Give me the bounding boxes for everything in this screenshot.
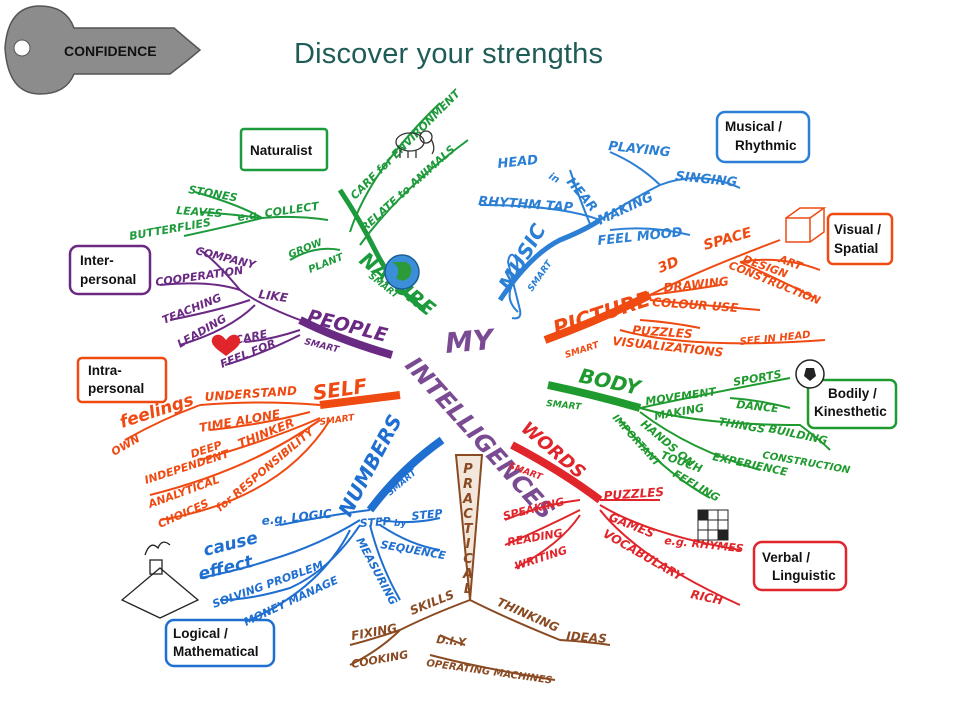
branch-nature bbox=[183, 102, 469, 313]
heart-icon bbox=[211, 334, 241, 356]
box-intrapersonal: Intra- personal bbox=[76, 356, 168, 404]
branch-words bbox=[504, 441, 741, 606]
branch-people bbox=[159, 249, 394, 366]
practical-word-7: OPERATING MACHINES bbox=[426, 658, 553, 687]
svg-text:Rhythmic: Rhythmic bbox=[735, 138, 797, 153]
crossword-icon bbox=[697, 509, 729, 541]
nature-word-5: e.g. COLLECT bbox=[237, 199, 322, 224]
practical-word-3: D.I.Y bbox=[436, 633, 468, 649]
svg-text:personal: personal bbox=[88, 381, 144, 396]
self-word-2: OWN bbox=[109, 432, 142, 459]
people-word-2: COOPERATION bbox=[155, 264, 244, 289]
box-musical-rhythmic: Musical / Rhythmic bbox=[715, 110, 811, 164]
svg-text:personal: personal bbox=[80, 272, 136, 287]
practical-word-1: FIXING bbox=[350, 621, 398, 643]
house-chimney-icon bbox=[120, 541, 200, 619]
svg-text:Intra-: Intra- bbox=[88, 363, 122, 378]
numbers-word-3: by bbox=[394, 519, 407, 529]
box-naturalist: Naturalist bbox=[239, 127, 329, 172]
numbers-word-1: e.g. LOGIC bbox=[261, 507, 333, 528]
words-word-8: RICH bbox=[689, 587, 724, 607]
branch-body-smart: SMART bbox=[546, 399, 583, 413]
svg-text:Spatial: Spatial bbox=[834, 241, 878, 256]
words-word-1: PUZZLES bbox=[603, 485, 664, 503]
branch-practical-label: PRACTICAL bbox=[461, 462, 476, 597]
picture-word-1: 3D bbox=[656, 254, 682, 277]
branch-picture-smart: SMART bbox=[564, 340, 601, 361]
self-word-1: UNDERSTAND bbox=[204, 384, 297, 404]
branch-picture bbox=[543, 239, 826, 345]
globe-icon bbox=[384, 254, 420, 290]
nature-word-4: PLANT bbox=[307, 251, 346, 275]
practical-word-6: COOKING bbox=[350, 648, 409, 671]
body-word-2: SPORTS bbox=[732, 368, 782, 389]
football-icon bbox=[795, 359, 825, 389]
confidence-key-logo: CONFIDENCE bbox=[4, 5, 202, 95]
practical-word-5: IDEAS bbox=[566, 629, 607, 646]
nature-word-7: LEAVES bbox=[176, 204, 223, 220]
branch-people-smart: SMART bbox=[303, 337, 340, 355]
cube-icon bbox=[785, 207, 827, 243]
picture-word-10: SEE IN HEAD bbox=[739, 330, 811, 348]
practical-word-4: THINKING bbox=[495, 595, 561, 635]
body-word-5: THINGS bbox=[717, 415, 766, 436]
branch-self-smart: SMART bbox=[319, 413, 356, 428]
svg-text:Naturalist: Naturalist bbox=[250, 143, 313, 158]
treble-clef-icon bbox=[506, 253, 522, 320]
key-logo-label: CONFIDENCE bbox=[64, 43, 157, 59]
box-bodily-kinesthetic: Bodily / Kinesthetic bbox=[806, 378, 898, 430]
branch-numbers bbox=[199, 436, 445, 623]
box-visual-spatial: Visual / Spatial bbox=[826, 212, 894, 266]
picture-word-2: SPACE bbox=[702, 225, 754, 254]
branch-self bbox=[124, 391, 401, 521]
box-verbal-linguistic: Verbal / Linguistic bbox=[752, 540, 848, 592]
box-interpersonal: Inter- personal bbox=[68, 244, 152, 296]
music-word-4: RHYTHM TAP bbox=[478, 194, 574, 216]
branch-practical bbox=[349, 454, 611, 681]
music-word-6: SINGING bbox=[675, 169, 739, 190]
svg-text:Logical /: Logical / bbox=[173, 626, 228, 641]
svg-text:Inter-: Inter- bbox=[80, 253, 114, 268]
music-word-2: in bbox=[547, 171, 562, 186]
svg-text:Kinesthetic: Kinesthetic bbox=[814, 404, 887, 419]
music-word-8: FEEL MOOD bbox=[597, 225, 684, 249]
svg-text:Bodily /: Bodily / bbox=[828, 386, 877, 401]
body-word-3: DANCE bbox=[736, 398, 780, 415]
picture-word-7: COLOUR USE bbox=[652, 295, 740, 315]
music-word-1: HEAD bbox=[497, 153, 539, 172]
svg-text:Linguistic: Linguistic bbox=[772, 568, 836, 583]
music-word-5: PLAYING bbox=[608, 139, 672, 160]
words-word-5: READING bbox=[506, 526, 563, 549]
picture-word-6: DRAWING bbox=[663, 274, 730, 295]
svg-text:Musical /: Musical / bbox=[725, 119, 782, 134]
svg-text:Verbal /: Verbal / bbox=[762, 550, 810, 565]
words-word-6: WRITING bbox=[513, 544, 569, 573]
picture-word-8: PUZZLES bbox=[632, 323, 693, 341]
people-word-3: LIKE bbox=[258, 287, 290, 305]
elephant-icon bbox=[395, 130, 435, 158]
numbers-word-2: STEP bbox=[359, 515, 391, 530]
box-logical-mathematical: Logical / Mathematical bbox=[164, 618, 276, 668]
slide-title: Discover your strengths bbox=[294, 38, 604, 70]
nature-word-3: GROW bbox=[287, 237, 325, 261]
nature-word-8: BUTTERFLIES bbox=[128, 216, 212, 243]
numbers-word-4: STEP bbox=[411, 507, 443, 523]
music-word-7: MAKING bbox=[595, 190, 656, 229]
nature-word-6: STONES bbox=[187, 183, 238, 204]
branch-body bbox=[547, 377, 831, 499]
practical-word-2: SKILLS bbox=[408, 587, 456, 617]
svg-text:Visual /: Visual / bbox=[834, 222, 881, 237]
svg-text:Mathematical: Mathematical bbox=[173, 644, 259, 659]
center-my: MY bbox=[444, 323, 498, 360]
branch-music-label: MUSIC bbox=[494, 219, 551, 294]
